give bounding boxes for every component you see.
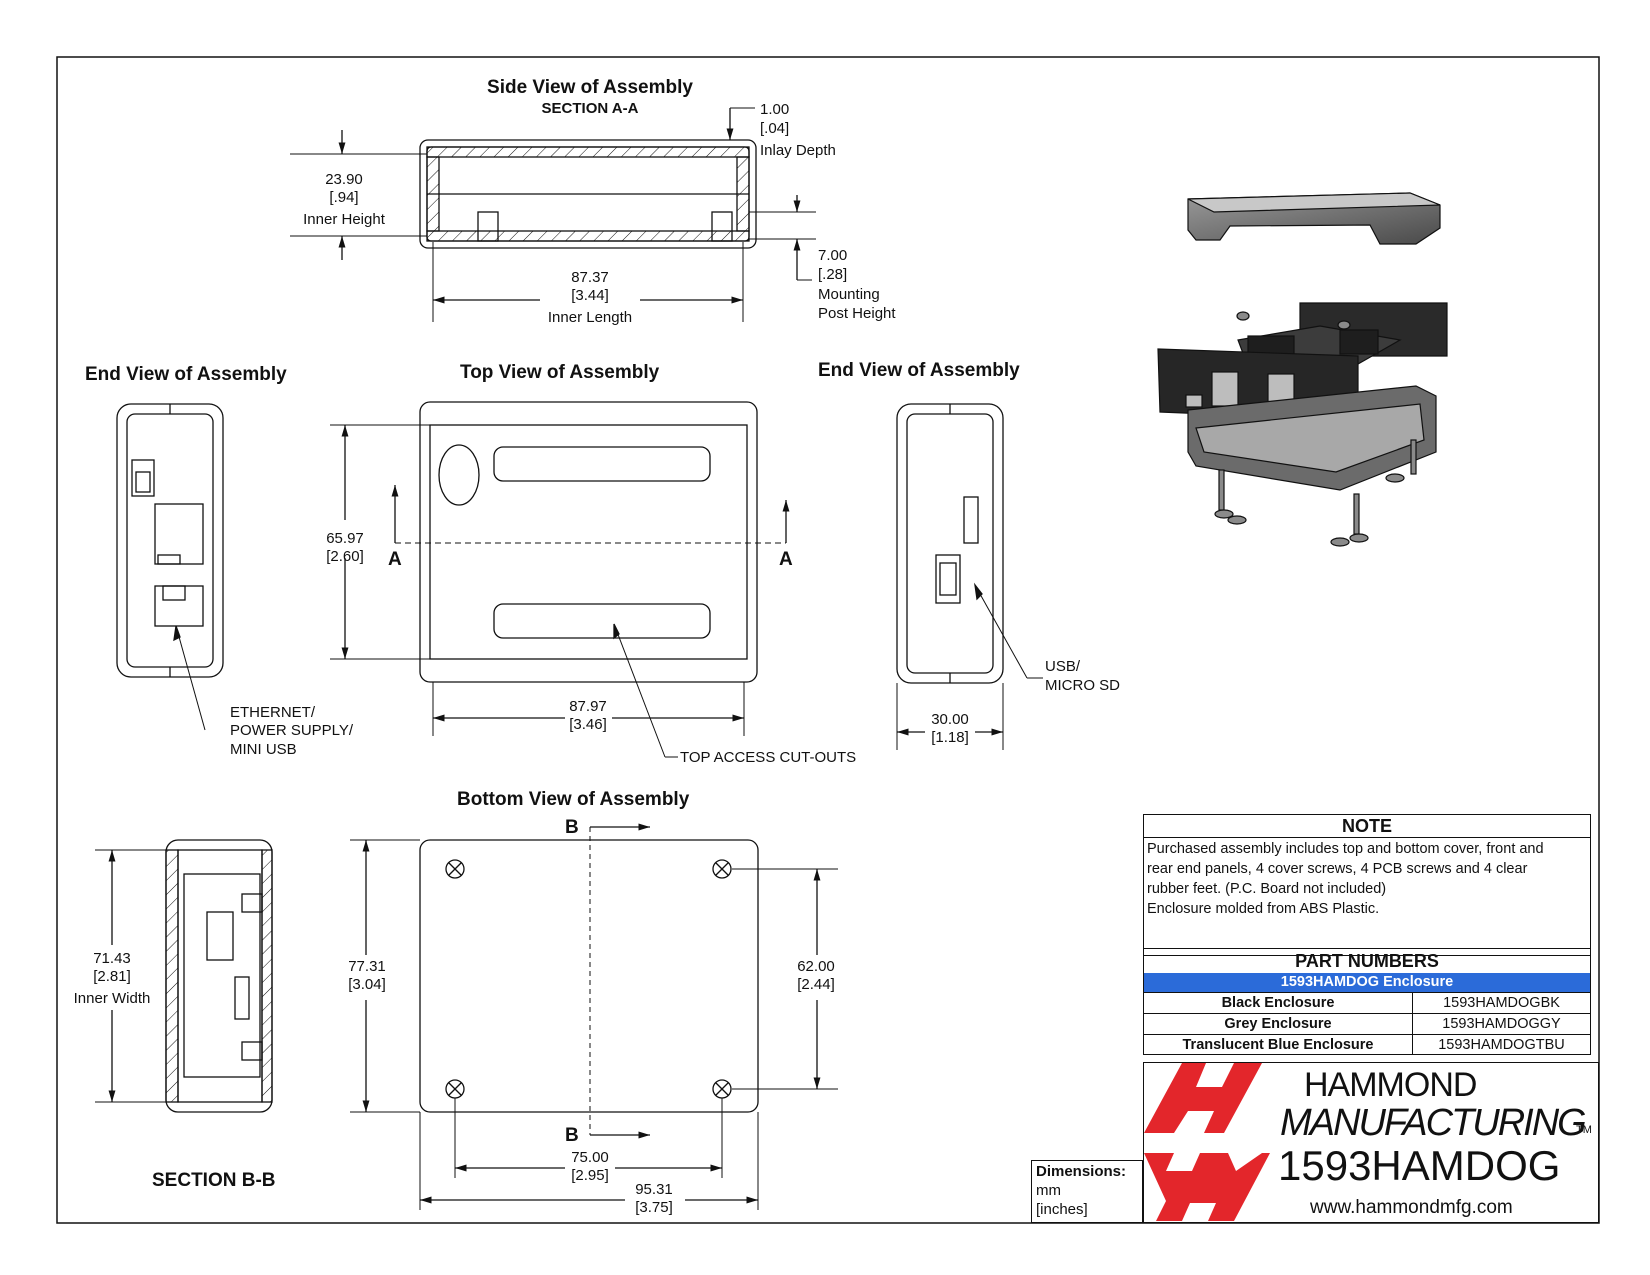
bottom-view-drawing bbox=[350, 823, 838, 1210]
post-height-inch: [.28] bbox=[818, 266, 848, 283]
screw-hole-tl bbox=[445, 859, 465, 879]
top-view-title: Top View of Assembly bbox=[460, 362, 660, 383]
section-b-marker-bottom: B bbox=[565, 1125, 579, 1146]
post-height-label-1: Mounting bbox=[818, 286, 880, 303]
inlay-depth-value: 1.00 bbox=[760, 101, 790, 118]
table-row: Black Enclosure 1593HAMDOGBK bbox=[1144, 992, 1590, 1013]
section-b-marker-top: B bbox=[565, 817, 579, 838]
note-line: rubber feet. (P.C. Board not included) bbox=[1147, 881, 1387, 897]
hole-spacing-v-value: 62.00 bbox=[797, 958, 835, 975]
screw-hole-tr bbox=[712, 859, 732, 879]
dimensions-box: Dimensions: mm [inches] bbox=[1031, 1160, 1143, 1223]
end-left-callout-2: POWER SUPPLY/ bbox=[230, 722, 354, 739]
note-body: Purchased assembly includes top and bott… bbox=[1144, 838, 1590, 920]
hole-spacing-v-inch: [2.44] bbox=[797, 976, 835, 993]
side-view-subtitle: SECTION A-A bbox=[541, 100, 639, 117]
overall-width-inch: [3.75] bbox=[635, 1199, 673, 1216]
inner-width-label: Inner Width bbox=[73, 990, 151, 1007]
bottom-height-inch: [3.04] bbox=[348, 976, 386, 993]
hammond-logo-icon bbox=[1144, 1063, 1270, 1221]
part-code: 1593HAMDOGBK bbox=[1443, 995, 1560, 1011]
part-numbers-table: PART NUMBERS 1593HAMDOG Enclosure Black … bbox=[1143, 948, 1591, 1055]
inner-length-label: Inner Length bbox=[547, 309, 633, 326]
inner-length-value: 87.37 bbox=[571, 269, 609, 286]
dimensions-title: Dimensions: bbox=[1036, 1163, 1127, 1180]
end-left-callout-3: MINI USB bbox=[230, 741, 297, 758]
end-view-left-drawing bbox=[116, 403, 224, 731]
inner-width-inch: [2.81] bbox=[93, 968, 131, 985]
hole-spacing-h-inch: [2.95] bbox=[571, 1167, 609, 1184]
inner-length-inch: [3.44] bbox=[571, 287, 609, 304]
title-block: HAMMOND MANUFACTURING TM 1593HAMDOG www.… bbox=[1143, 1062, 1599, 1223]
end-left-callout-1: ETHERNET/ bbox=[230, 704, 316, 721]
side-view-drawing bbox=[290, 107, 816, 322]
end-view-right-drawing bbox=[896, 403, 1043, 750]
end-right-callout-2: MICRO SD bbox=[1045, 677, 1120, 694]
note-line: Purchased assembly includes top and bott… bbox=[1147, 841, 1544, 857]
sheet-border bbox=[56, 56, 1600, 1224]
dimensions-unit-mm: mm bbox=[1036, 1182, 1061, 1199]
part-title: 1593HAMDOG bbox=[1278, 1142, 1561, 1189]
overall-width-value: 95.31 bbox=[635, 1181, 673, 1198]
table-row: Translucent Blue Enclosure 1593HAMDOGTBU bbox=[1144, 1034, 1590, 1055]
note-box: NOTE Purchased assembly includes top and… bbox=[1143, 814, 1591, 956]
note-title: NOTE bbox=[1144, 815, 1590, 838]
company-name-2: MANUFACTURING bbox=[1280, 1102, 1587, 1144]
top-width-inch: [3.46] bbox=[569, 716, 607, 733]
end-right-width-value: 30.00 bbox=[931, 711, 969, 728]
inlay-depth-label: Inlay Depth bbox=[760, 142, 836, 159]
side-view-title: Side View of Assembly bbox=[487, 77, 693, 98]
table-row: Grey Enclosure 1593HAMDOGGY bbox=[1144, 1013, 1590, 1034]
inner-width-value: 71.43 bbox=[93, 950, 131, 967]
section-b-drawing bbox=[95, 839, 273, 1113]
end-view-right-title: End View of Assembly bbox=[818, 360, 1020, 381]
part-numbers-header: 1593HAMDOG Enclosure bbox=[1144, 973, 1590, 992]
section-a-marker-right: A bbox=[779, 549, 793, 570]
inlay-depth-inch: [.04] bbox=[760, 120, 790, 137]
end-view-left-title: End View of Assembly bbox=[85, 364, 287, 385]
bottom-view-title: Bottom View of Assembly bbox=[457, 789, 690, 810]
top-height-value: 65.97 bbox=[326, 530, 364, 547]
inner-height-value: 23.90 bbox=[325, 171, 363, 188]
post-height-label-2: Post Height bbox=[818, 305, 896, 322]
part-numbers-title: PART NUMBERS bbox=[1295, 951, 1439, 971]
bottom-height-value: 77.31 bbox=[348, 958, 386, 975]
part-code: 1593HAMDOGGY bbox=[1442, 1016, 1561, 1032]
screw-hole-br bbox=[712, 1079, 732, 1099]
part-name: Grey Enclosure bbox=[1144, 1014, 1413, 1034]
website-link[interactable]: www.hammondmfg.com bbox=[1310, 1197, 1513, 1218]
part-code: 1593HAMDOGTBU bbox=[1438, 1037, 1565, 1053]
post-height-value: 7.00 bbox=[818, 247, 848, 264]
exploded-assembly-illustration bbox=[1157, 192, 1448, 547]
note-line: rear end panels, 4 cover screws, 4 PCB s… bbox=[1147, 861, 1528, 877]
dimensions-unit-inches: [inches] bbox=[1036, 1201, 1088, 1218]
top-height-inch: [2.60] bbox=[326, 548, 364, 565]
part-name: Black Enclosure bbox=[1144, 993, 1413, 1013]
top-width-value: 87.97 bbox=[569, 698, 607, 715]
screw-hole-bl bbox=[445, 1079, 465, 1099]
part-name: Translucent Blue Enclosure bbox=[1144, 1035, 1413, 1055]
section-b-label: SECTION B-B bbox=[152, 1170, 276, 1191]
top-cutouts-label: TOP ACCESS CUT-OUTS bbox=[680, 749, 857, 766]
hole-spacing-h-value: 75.00 bbox=[571, 1149, 609, 1166]
note-line: Enclosure molded from ABS Plastic. bbox=[1147, 901, 1380, 917]
inner-height-inch: [.94] bbox=[329, 189, 359, 206]
section-a-marker-left: A bbox=[388, 549, 402, 570]
inner-height-label: Inner Height bbox=[303, 211, 385, 228]
end-right-width-inch: [1.18] bbox=[931, 729, 969, 746]
top-view-drawing bbox=[330, 401, 790, 758]
trademark-mark: TM bbox=[1576, 1124, 1592, 1136]
company-name-1: HAMMOND bbox=[1304, 1066, 1477, 1104]
end-right-callout-1: USB/ bbox=[1045, 658, 1081, 675]
